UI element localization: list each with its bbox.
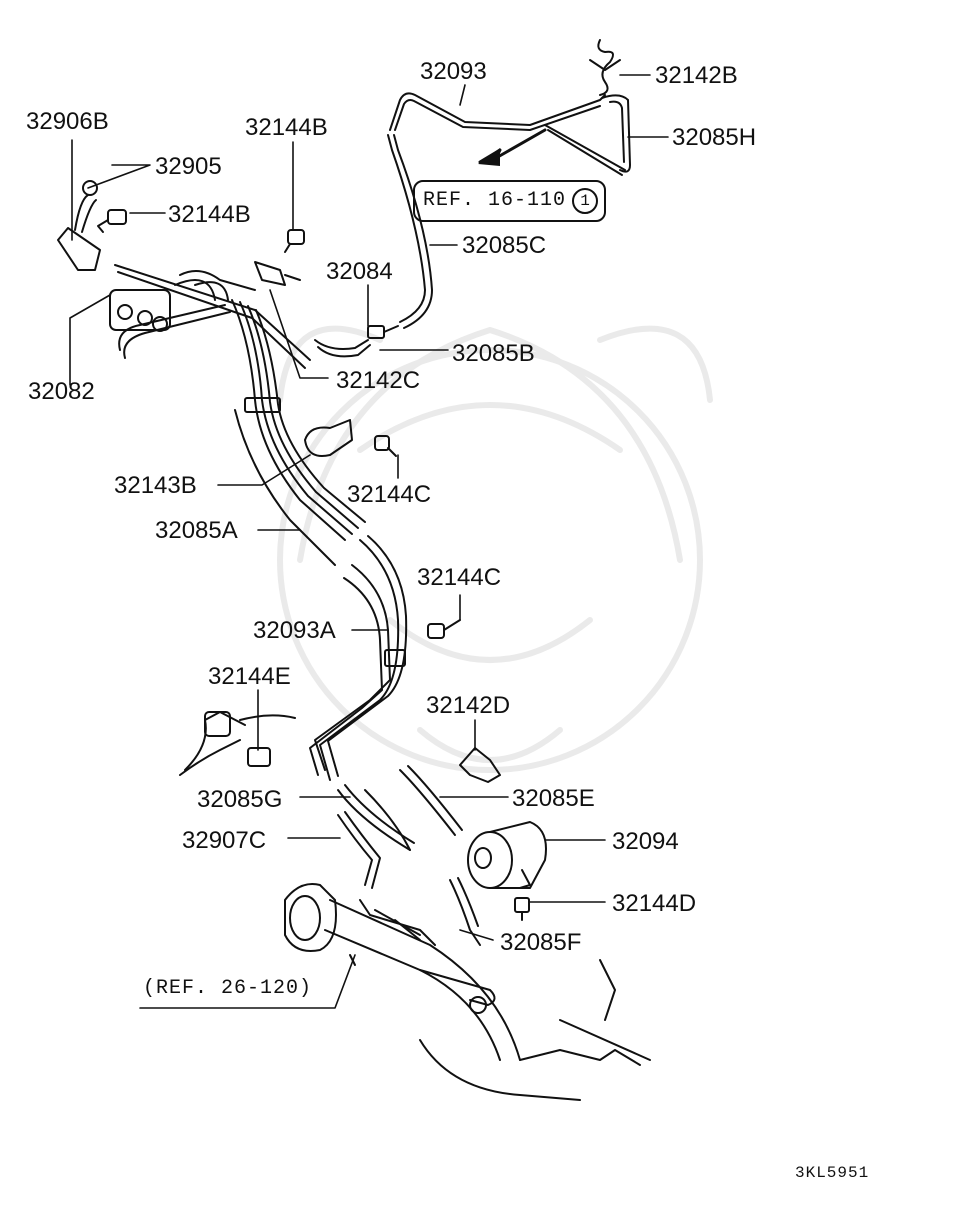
label-32094: 32094: [612, 828, 679, 855]
label-32906B: 32906B: [26, 108, 109, 135]
bracket-32906B: [57, 194, 101, 271]
bolt-32144C-b: [427, 619, 461, 639]
bolt-32144B-left: [97, 209, 127, 233]
lower-assembly: [284, 883, 651, 1101]
bolt-32144B-top: [284, 229, 305, 253]
label-32144C-a: 32144C: [347, 481, 432, 508]
label-32143B: 32143B: [114, 472, 197, 499]
fuel-filter-32094: [467, 821, 547, 889]
label-32144B-top: 32144B: [245, 114, 328, 141]
label-32142D: 32142D: [426, 692, 511, 719]
hose-32085H: [601, 94, 631, 173]
label-32082: 32082: [28, 378, 95, 405]
pipe-bundle-32085A: [231, 299, 366, 566]
hose-32085C: [387, 134, 433, 329]
hose-32085E: [364, 765, 463, 851]
pipe-bundle-32093A: [309, 535, 408, 781]
ref-26-120: (REF. 26-120): [143, 977, 313, 1000]
label-32085F: 32085F: [500, 929, 582, 956]
bracket-32142C: [254, 261, 301, 286]
label-32142C: 32142C: [336, 367, 421, 394]
label-32907C: 32907C: [182, 827, 267, 854]
fitting-32084: [367, 325, 399, 339]
label-32085A: 32085A: [155, 517, 238, 544]
label-32093A: 32093A: [253, 617, 336, 644]
hose-32085F: [449, 877, 481, 946]
hose-32085G: [337, 784, 415, 851]
hose-32093: [389, 92, 626, 176]
label-32144B-left: 32144B: [168, 201, 251, 228]
ref-16-110-text: REF. 16-110: [423, 189, 567, 212]
label-32085H: 32085H: [672, 124, 757, 151]
label-32144C-b: 32144C: [417, 564, 502, 591]
label-32905: 32905: [155, 153, 222, 180]
ref-16-110-circle: 1: [572, 188, 599, 214]
label-32142B: 32142B: [655, 62, 738, 89]
ref-16-110-box: REF. 16-110 1: [413, 180, 607, 222]
label-32084: 32084: [326, 258, 393, 285]
diagram-code: 3KL5951: [795, 1164, 870, 1182]
plug-32905: [82, 180, 98, 196]
fuel-rail-32082: [109, 264, 311, 369]
label-32085C: 32085C: [462, 232, 547, 259]
label-32085G: 32085G: [197, 786, 283, 813]
hose-32085B: [314, 339, 371, 358]
bolt-32144D: [514, 897, 530, 921]
bolt-32144C-a: [374, 435, 397, 457]
label-32144D: 32144D: [612, 890, 697, 917]
clip-32142D: [459, 747, 501, 783]
label-32085B: 32085B: [452, 340, 535, 367]
hose-32907C: [337, 811, 381, 889]
clip-32143B: [304, 419, 353, 457]
leader-lines: [69, 74, 669, 1009]
label-32144E: 32144E: [208, 663, 291, 690]
bracket-32144E: [179, 711, 296, 776]
label-32093: 32093: [420, 58, 487, 85]
clip-32142B: [589, 39, 621, 96]
watermark-logo: [277, 325, 713, 773]
label-32085E: 32085E: [512, 785, 595, 812]
